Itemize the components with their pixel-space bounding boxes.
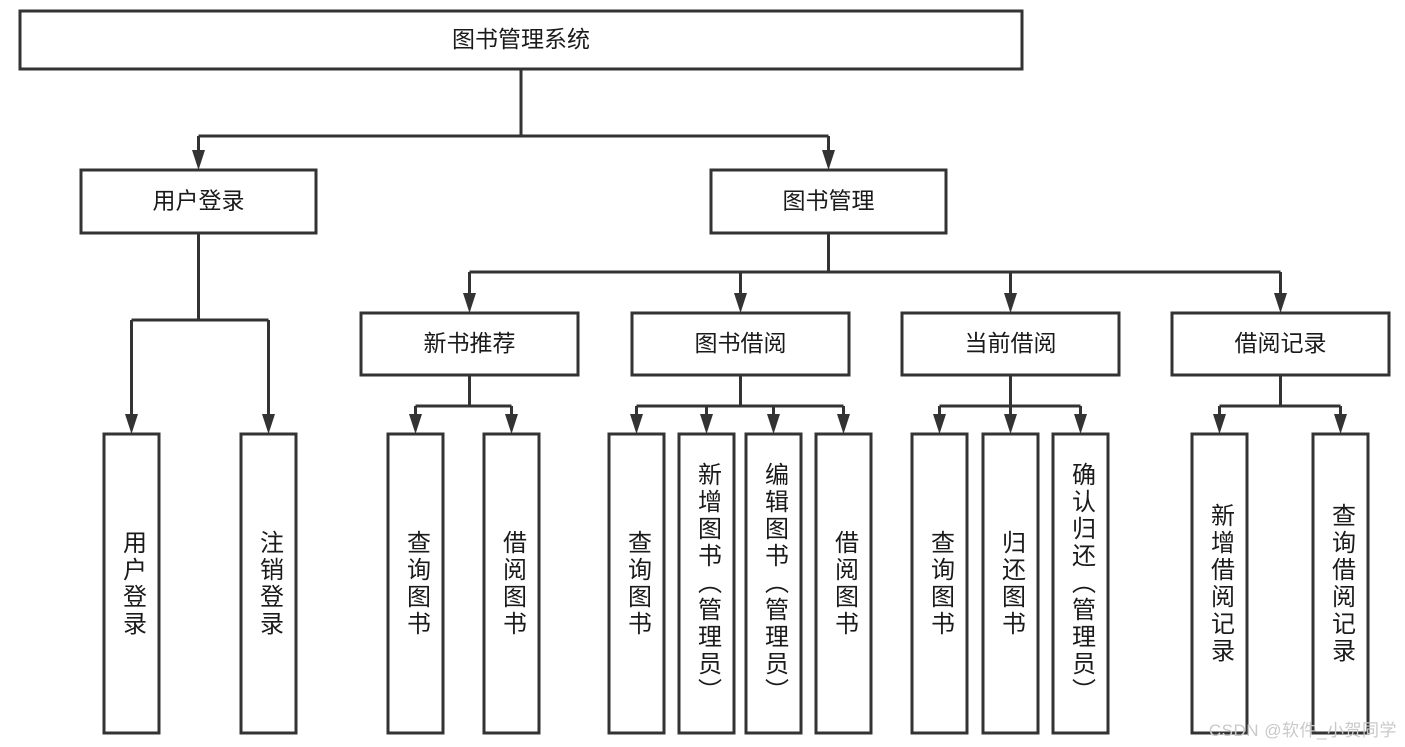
node-leaf-add-book[interactable] xyxy=(677,432,736,735)
node-leaf-confirm-return[interactable] xyxy=(1051,432,1110,735)
arrow-leaf-query-record-head xyxy=(1334,414,1347,434)
arrow-leaf-borrow-book-2-head xyxy=(837,414,850,434)
node-label-book-manage: 图书管理 xyxy=(783,188,875,214)
arrow-leaf-add-record-head xyxy=(1213,414,1226,434)
node-leaf-query-record[interactable] xyxy=(1311,432,1370,735)
node-box-current-borrow[interactable] xyxy=(900,311,1121,377)
arrow-leaf-confirm-return-head xyxy=(1074,414,1087,434)
arrow-book-manage-head xyxy=(822,150,835,170)
node-box-leaf-query-book-1[interactable] xyxy=(386,432,445,735)
arrow-leaf-add-book-head xyxy=(700,414,713,434)
node-leaf-edit-book[interactable] xyxy=(744,432,803,735)
node-book-borrow[interactable]: 图书借阅 xyxy=(630,311,851,377)
node-book-manage[interactable]: 图书管理 xyxy=(709,168,948,235)
arrow-user-login-head xyxy=(192,150,205,170)
node-box-leaf-return-book[interactable] xyxy=(981,432,1040,735)
node-label-new-book-recommend: 新书推荐 xyxy=(424,330,516,356)
node-label-borrow-record: 借阅记录 xyxy=(1235,330,1327,356)
node-label-current-borrow: 当前借阅 xyxy=(965,330,1057,356)
arrow-new-book-recommend-head xyxy=(463,293,476,313)
node-box-user-login[interactable] xyxy=(79,168,318,235)
arrow-leaf-return-book-head xyxy=(1004,414,1017,434)
arrow-leaf-user-login-head xyxy=(125,414,138,434)
node-box-leaf-query-book-2[interactable] xyxy=(607,432,666,735)
node-leaf-user-login[interactable] xyxy=(102,432,161,735)
node-leaf-borrow-book-2[interactable] xyxy=(814,432,873,735)
node-box-leaf-edit-book[interactable] xyxy=(744,432,803,735)
node-box-leaf-add-record[interactable] xyxy=(1190,432,1249,735)
node-label-root: 图书管理系统 xyxy=(452,26,590,52)
node-box-leaf-query-record[interactable] xyxy=(1311,432,1370,735)
node-leaf-borrow-book-1[interactable] xyxy=(482,432,541,735)
node-label-book-borrow: 图书借阅 xyxy=(695,330,787,356)
arrow-leaf-borrow-book-1-head xyxy=(505,414,518,434)
arrow-current-borrow-head xyxy=(1004,293,1017,313)
node-borrow-record[interactable]: 借阅记录 xyxy=(1170,311,1391,377)
connector-layer xyxy=(125,69,1347,434)
node-leaf-query-book-1[interactable] xyxy=(386,432,445,735)
node-box-book-manage[interactable] xyxy=(709,168,948,235)
arrow-leaf-query-book-1-head xyxy=(409,414,422,434)
node-new-book-recommend[interactable]: 新书推荐 xyxy=(359,311,580,377)
arrow-leaf-logout-login-head xyxy=(262,414,275,434)
arrow-borrow-record-head xyxy=(1274,293,1287,313)
node-box-borrow-record[interactable] xyxy=(1170,311,1391,377)
node-box-leaf-logout-login[interactable] xyxy=(239,432,298,735)
node-box-leaf-query-book-3[interactable] xyxy=(910,432,969,735)
arrow-book-borrow-head xyxy=(734,293,747,313)
node-current-borrow[interactable]: 当前借阅 xyxy=(900,311,1121,377)
node-box-leaf-add-book[interactable] xyxy=(677,432,736,735)
node-user-login[interactable]: 用户登录 xyxy=(79,168,318,235)
arrow-leaf-query-book-3-head xyxy=(933,414,946,434)
arrow-leaf-query-book-2-head xyxy=(630,414,643,434)
node-box-leaf-borrow-book-1[interactable] xyxy=(482,432,541,735)
node-box-book-borrow[interactable] xyxy=(630,311,851,377)
node-leaf-query-book-3[interactable] xyxy=(910,432,969,735)
node-box-leaf-confirm-return[interactable] xyxy=(1051,432,1110,735)
node-label-user-login: 用户登录 xyxy=(153,188,245,214)
node-box-new-book-recommend[interactable] xyxy=(359,311,580,377)
node-box-leaf-borrow-book-2[interactable] xyxy=(814,432,873,735)
node-root[interactable]: 图书管理系统 xyxy=(18,9,1024,71)
node-leaf-return-book[interactable] xyxy=(981,432,1040,735)
node-leaf-add-record[interactable] xyxy=(1190,432,1249,735)
node-leaf-logout-login[interactable] xyxy=(239,432,298,735)
node-box-leaf-user-login[interactable] xyxy=(102,432,161,735)
node-box-root[interactable] xyxy=(18,9,1024,71)
node-leaf-query-book-2[interactable] xyxy=(607,432,666,735)
arrow-leaf-edit-book-head xyxy=(767,414,780,434)
csdn-watermark: CSDN @软件_小贺同学 xyxy=(1208,721,1397,740)
